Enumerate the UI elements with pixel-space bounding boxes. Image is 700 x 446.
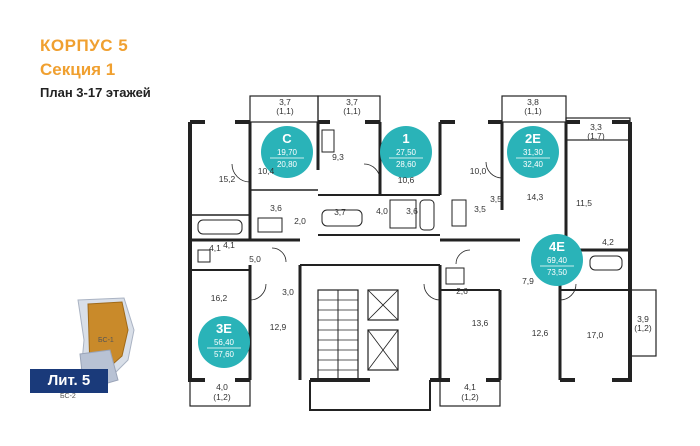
svg-text:73,50: 73,50 (547, 268, 568, 277)
room-area: 10,6 (398, 175, 415, 185)
svg-text:3Е: 3Е (216, 321, 232, 336)
svg-text:32,40: 32,40 (523, 160, 544, 169)
section-title: Секция 1 (40, 60, 116, 79)
room-area: (1,2) (634, 323, 652, 333)
room-area: 10,4 (258, 166, 275, 176)
room-area: 15,2 (219, 174, 236, 184)
svg-text:2Е: 2Е (525, 131, 541, 146)
apartment-badge-c: С 19,70 20,80 (261, 126, 313, 178)
apartment-badge-3e: 3Е 56,40 57,60 (198, 316, 250, 368)
svg-text:57,60: 57,60 (214, 350, 235, 359)
locator-label-bs1: БС-1 (98, 337, 114, 344)
room-area: 3,7 (334, 207, 346, 217)
svg-text:27,50: 27,50 (396, 148, 417, 157)
apartment-badge-1: 1 27,50 28,60 (380, 126, 432, 178)
room-area: (1,1) (524, 106, 542, 116)
room-area: 3,7 (346, 97, 358, 107)
svg-text:19,70: 19,70 (277, 148, 298, 157)
room-area: 3,9 (637, 314, 649, 324)
room-area: 3,7 (279, 97, 291, 107)
room-area: (1,2) (461, 392, 479, 402)
room-area: 11,5 (576, 198, 592, 208)
locator-label-bs2: БС-2 (60, 393, 76, 400)
room-area: 4,1 (464, 382, 476, 392)
building-locator-map (77, 297, 135, 391)
room-area: 3,5 (490, 194, 502, 204)
svg-text:20,80: 20,80 (277, 160, 298, 169)
room-area: 9,3 (332, 152, 344, 162)
room-area: 4,1 (209, 243, 221, 253)
room-area: 12,6 (532, 328, 549, 338)
room-area: (1,1) (276, 106, 294, 116)
building-title: КОРПУС 5 (40, 36, 129, 55)
apartment-badge-2e: 2Е 31,30 32,40 (507, 126, 559, 178)
room-area: (1,1) (343, 106, 361, 116)
svg-text:28,60: 28,60 (396, 160, 417, 169)
room-area: 3,6 (270, 203, 282, 213)
room-area: 17,0 (587, 330, 604, 340)
room-area: 4,0 (216, 382, 228, 392)
room-area: 3,3 (590, 122, 602, 132)
svg-text:С: С (282, 131, 292, 146)
apartment-badge-4e: 4Е 69,40 73,50 (531, 234, 583, 286)
room-area: 13,6 (472, 318, 489, 328)
floor-plan-title: План 3-17 этажей (40, 85, 151, 100)
room-area: 16,2 (211, 293, 228, 303)
room-area: 7,9 (522, 276, 534, 286)
room-area: 3,8 (527, 97, 539, 107)
room-area: 3,6 (406, 206, 418, 216)
room-area: 4,0 (376, 206, 388, 216)
room-area: 14,3 (527, 192, 544, 202)
room-area: 2,0 (294, 216, 306, 226)
room-area: 4,2 (602, 237, 614, 247)
svg-text:4Е: 4Е (549, 239, 565, 254)
room-area: 2,6 (456, 286, 468, 296)
room-area: 4,1 (223, 240, 235, 250)
svg-text:31,30: 31,30 (523, 148, 544, 157)
svg-text:69,40: 69,40 (547, 256, 568, 265)
room-area: 3,5 (474, 204, 486, 214)
room-area: 3,0 (282, 287, 294, 297)
locator-lit-badge: Лит. 5 (30, 369, 108, 393)
room-area: 10,0 (470, 166, 487, 176)
room-area: 5,0 (249, 254, 261, 264)
room-area-labels: 3,7 (1,1) 3,7 (1,1) 3,8 (1,1) 3,3 (1,7) … (209, 97, 652, 402)
svg-text:1: 1 (402, 131, 409, 146)
room-area: (1,2) (213, 392, 231, 402)
svg-text:56,40: 56,40 (214, 338, 235, 347)
room-area: 12,9 (270, 322, 287, 332)
room-area: (1,7) (587, 131, 605, 141)
